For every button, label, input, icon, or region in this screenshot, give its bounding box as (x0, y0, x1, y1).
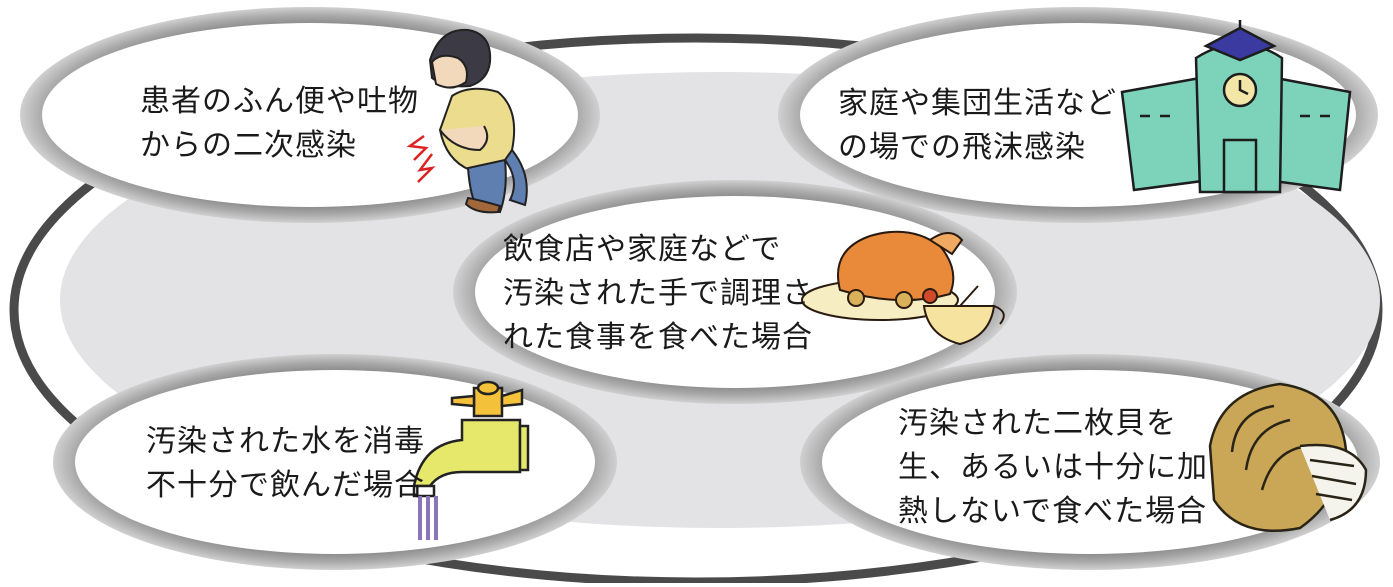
water-faucet-icon (412, 380, 530, 540)
bubble-label-group: 家庭や集団生活など の場での飛沫感染 (838, 86, 1117, 165)
bubble-label-shellfish: 汚染された二枚貝を 生、あるいは十分に加 熱しないで食べた場合 (898, 406, 1208, 529)
bubble-label-patient: 患者のふん便や吐物 からの二次感染 (140, 84, 419, 163)
oyster-icon (1208, 382, 1368, 532)
roast-turkey-icon (801, 230, 1005, 346)
bubble-label-water: 汚染された水を消毒 不十分で飲んだ場合 (146, 424, 425, 503)
bubble-label-food: 飲食店や家庭などで 汚染された手で調理さ れた食事を食べた場合 (503, 232, 813, 355)
sick-person-icon (406, 28, 528, 214)
school-building-icon (1120, 20, 1352, 194)
